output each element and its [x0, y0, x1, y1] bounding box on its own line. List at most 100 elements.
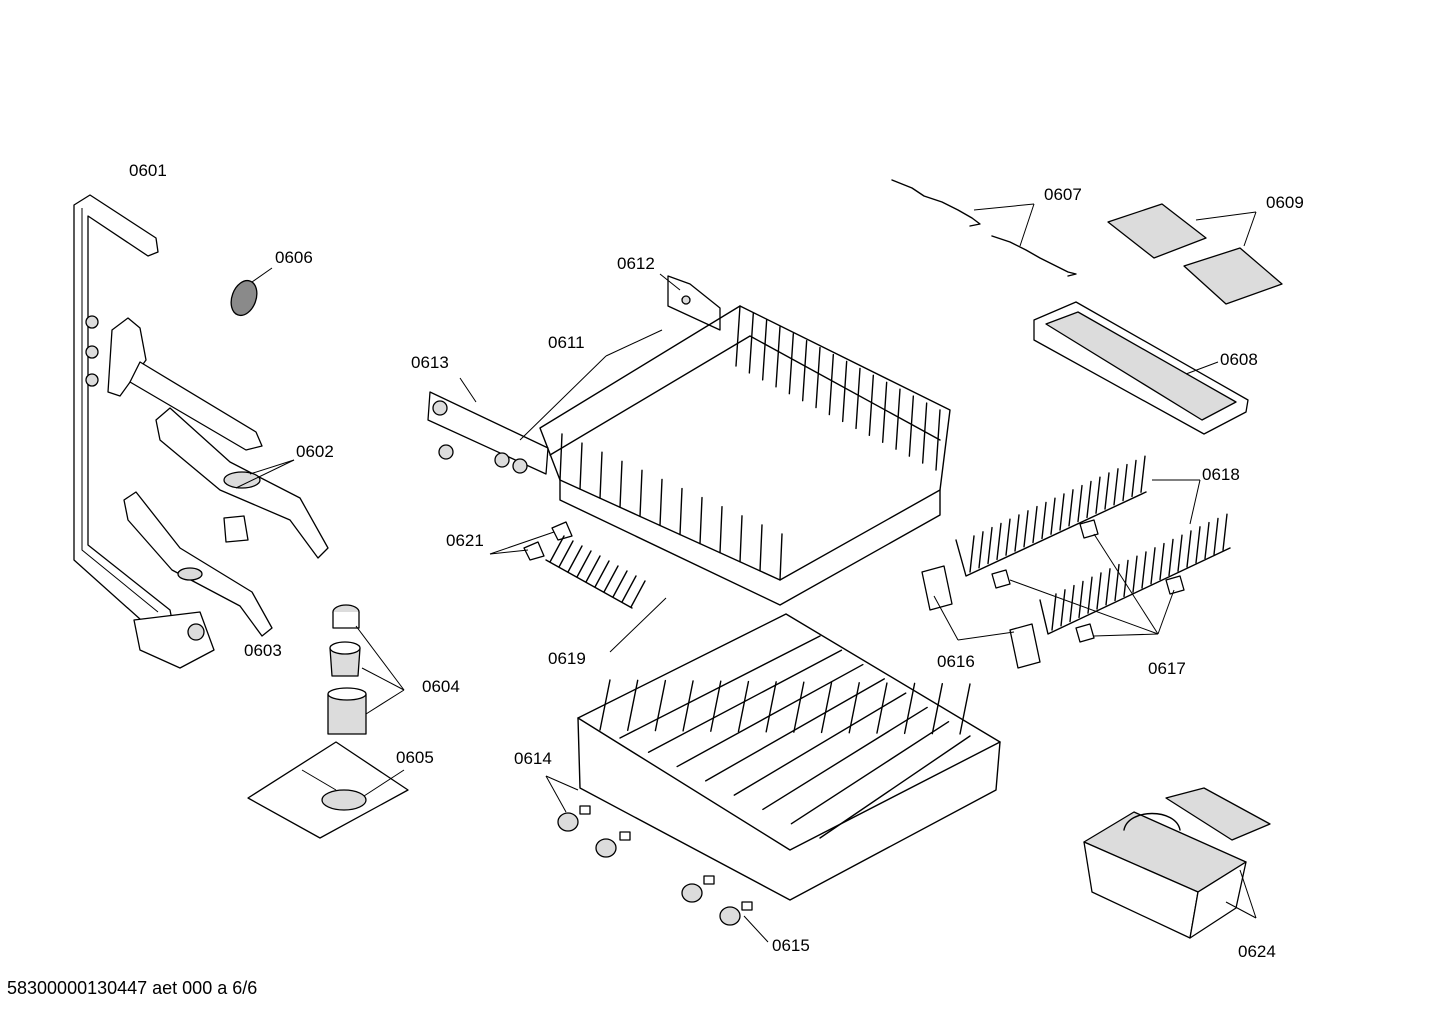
wire — [931, 682, 944, 735]
wire — [679, 487, 683, 536]
wire — [719, 506, 723, 554]
part-0613-rail — [427, 391, 549, 475]
wire — [576, 550, 592, 578]
wire — [1177, 534, 1183, 572]
wire — [1186, 530, 1192, 568]
wire — [790, 721, 950, 825]
wire — [921, 402, 928, 464]
wire — [1113, 468, 1119, 506]
wire — [594, 560, 610, 588]
wire — [626, 679, 639, 732]
wire — [765, 681, 777, 733]
wire — [1132, 555, 1138, 593]
label-0604: 0604 — [422, 677, 460, 696]
wire — [855, 367, 861, 430]
wire — [1204, 521, 1210, 560]
part-0611-upper-basket — [539, 305, 951, 606]
wire — [969, 535, 975, 573]
label-0601: 0601 — [129, 161, 167, 180]
label-0619: 0619 — [548, 649, 586, 668]
wire — [815, 346, 821, 409]
wire — [1014, 514, 1020, 552]
part-0606-nozzle — [230, 279, 258, 317]
wire — [895, 388, 901, 450]
wire — [1060, 589, 1066, 627]
part-0603-lower-spray-arm — [123, 491, 273, 637]
part-labels: 0601 0606 0602 0603 0604 0605 0612 0611 … — [129, 161, 1304, 961]
label-0607: 0607 — [1044, 185, 1082, 204]
wire — [1032, 505, 1038, 544]
wire — [1005, 518, 1011, 556]
wire — [739, 515, 743, 563]
wire — [585, 555, 601, 583]
part-0602-upper-spray-arm — [107, 317, 329, 559]
wire — [558, 540, 574, 568]
wire — [903, 682, 916, 735]
wire — [761, 319, 768, 381]
wire — [1023, 510, 1029, 548]
wire — [1195, 526, 1201, 564]
wire — [599, 451, 603, 499]
wire — [1069, 584, 1075, 623]
wire — [733, 692, 907, 796]
wire — [1050, 497, 1056, 535]
wire — [639, 469, 643, 518]
label-0624: 0624 — [1238, 942, 1276, 961]
part-0617-clips — [991, 519, 1185, 643]
wire — [1213, 517, 1219, 556]
wire — [1123, 559, 1129, 598]
part-0621-clips — [523, 521, 573, 561]
wire — [828, 353, 835, 416]
part-0615-wheels — [557, 805, 753, 926]
wire — [868, 374, 875, 437]
wire — [659, 478, 663, 527]
wire — [559, 433, 563, 481]
wire — [793, 681, 805, 733]
wire — [676, 663, 864, 768]
part-0601-supply-pipe — [73, 194, 215, 669]
part-0614-lower-basket — [577, 613, 1001, 901]
part-0624-cutlery-basket — [1083, 787, 1271, 939]
label-0608: 0608 — [1220, 350, 1258, 369]
label-0618: 0618 — [1202, 465, 1240, 484]
wire — [759, 524, 763, 572]
wire — [1086, 480, 1092, 519]
part-0604-filter-set — [327, 604, 367, 735]
wire — [1051, 593, 1057, 631]
part-0605-plate — [247, 741, 409, 839]
wire — [1096, 572, 1102, 610]
wire — [1168, 538, 1174, 577]
leader-lines — [235, 203, 1257, 943]
part-0608-cutlery-tray — [1033, 301, 1249, 435]
wire — [612, 570, 628, 598]
wire — [1222, 513, 1228, 551]
wire — [996, 522, 1002, 561]
part-0607-cup-shelves — [891, 179, 1077, 277]
wire — [1140, 455, 1146, 493]
label-0613: 0613 — [411, 353, 449, 372]
wire — [1068, 489, 1074, 527]
wire — [788, 333, 795, 395]
wire — [599, 679, 611, 731]
wire — [549, 535, 565, 563]
wire — [621, 575, 637, 603]
label-0621: 0621 — [446, 531, 484, 550]
wire — [603, 565, 619, 593]
wire — [735, 305, 741, 367]
label-0603: 0603 — [244, 641, 282, 660]
wire — [1131, 459, 1137, 498]
wire — [848, 682, 860, 734]
wire — [737, 680, 750, 733]
label-0602: 0602 — [296, 442, 334, 461]
wire — [881, 381, 888, 443]
wire — [1059, 493, 1065, 531]
wire — [682, 680, 694, 732]
wire — [775, 326, 781, 388]
wire — [959, 683, 971, 735]
wire — [619, 460, 623, 508]
wire — [647, 649, 843, 753]
wire — [579, 442, 583, 490]
wire — [748, 312, 755, 374]
part-0609-tines — [1107, 203, 1283, 305]
